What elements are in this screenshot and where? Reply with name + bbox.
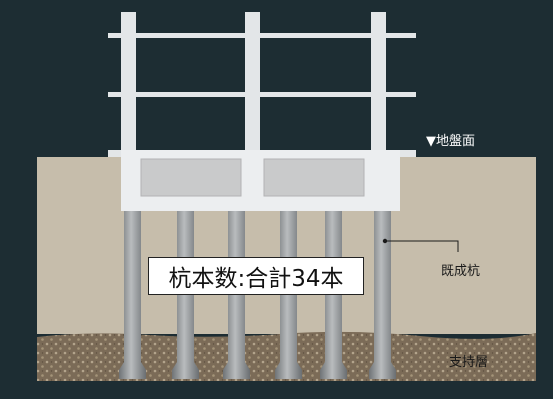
precast-pile-label: 既成杭 xyxy=(441,264,481,279)
ground-surface-label: ▼地盤面 xyxy=(426,134,475,149)
foundation-panel-right xyxy=(263,158,365,197)
pile-leader-line xyxy=(385,240,459,252)
column-center xyxy=(245,12,260,158)
pile xyxy=(119,211,146,379)
pile xyxy=(369,211,396,379)
column-left xyxy=(121,12,136,158)
pile xyxy=(223,211,250,379)
beam-middle xyxy=(108,92,416,97)
pile-leader-dot xyxy=(382,238,388,244)
piles xyxy=(119,211,396,379)
pile xyxy=(320,211,347,379)
pile xyxy=(275,211,302,379)
pile xyxy=(172,211,199,379)
column-right xyxy=(371,12,386,158)
foundation-panel-left xyxy=(140,158,242,197)
bearing-layer-label: 支持層 xyxy=(449,355,489,370)
pile-count-label: 杭本数:合計34本 xyxy=(148,257,364,295)
beam-upper xyxy=(108,33,416,38)
